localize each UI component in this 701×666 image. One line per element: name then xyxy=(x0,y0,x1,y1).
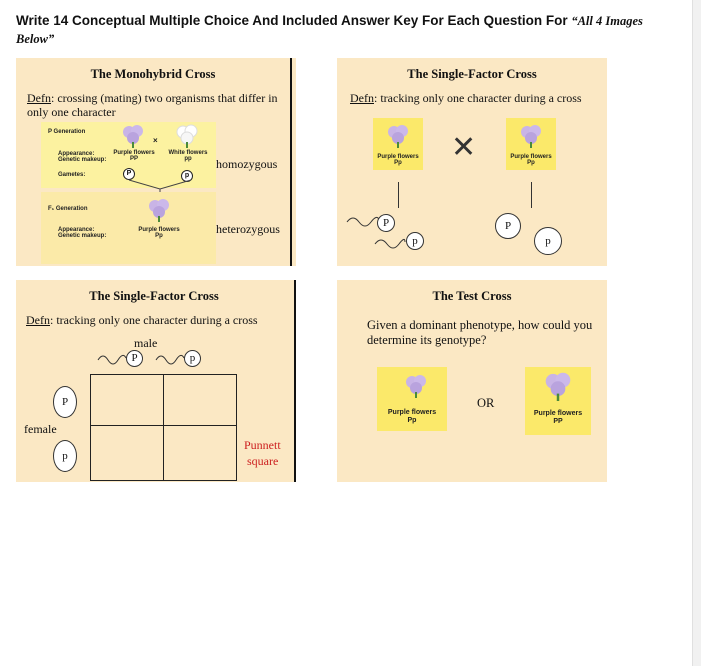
slide-title: The Monohybrid Cross xyxy=(90,67,216,81)
right-flower-genotype: PP xyxy=(553,418,563,425)
male-gamete-P: P xyxy=(126,350,143,367)
punnett-cell-4 xyxy=(163,425,237,481)
genetic-makeup-label: Genetic makeup: xyxy=(58,157,107,163)
purple-genotype: PP xyxy=(129,156,138,162)
sperm-p: p xyxy=(406,232,424,250)
egg-p: p xyxy=(534,227,562,255)
cross-icon: ✕ xyxy=(451,130,477,165)
purple-flower-icon xyxy=(406,375,426,398)
appearance-label: Appearance: xyxy=(58,151,95,157)
f1-appearance-label: Appearance: xyxy=(58,227,95,233)
purple-flower-icon xyxy=(388,125,408,148)
slide-title: The Test Cross xyxy=(432,289,512,303)
right-flower-label: Purple flowers xyxy=(510,154,552,160)
f1-genotype: Pp xyxy=(155,233,163,239)
male-gamete-p: p xyxy=(184,350,201,367)
left-flower-genotype: Pp xyxy=(394,160,402,166)
punnett-cell-2 xyxy=(163,374,237,426)
male-sperm-tails xyxy=(97,354,185,365)
right-flower-genotype: Pp xyxy=(527,160,535,166)
slide-divider xyxy=(290,58,292,266)
question-heading: Write 14 Conceptual Multiple Choice And … xyxy=(16,12,656,48)
punnett-cell-3 xyxy=(90,425,164,481)
f1-purple-flower-icon xyxy=(149,199,169,222)
homozygous-label: homozygous xyxy=(216,157,278,171)
page-scrollbar[interactable] xyxy=(692,0,701,666)
purple-label: Purple flowers xyxy=(113,150,155,156)
punnett-label-1: Punnett xyxy=(244,438,281,452)
question-text: Write 14 Conceptual Multiple Choice And … xyxy=(16,13,572,28)
gametes-label: Gametes: xyxy=(58,172,86,178)
punnett-cell-1 xyxy=(90,374,164,426)
question-quote: “All 4 Images Below” xyxy=(16,14,643,46)
f1-generation-panel xyxy=(41,192,216,264)
slide-single-factor-cross: The Single-Factor Cross Defn: tracking o… xyxy=(337,58,607,266)
male-label: male xyxy=(134,336,158,350)
egg-P: P xyxy=(495,213,521,239)
female-gamete-P: P xyxy=(53,386,77,418)
white-label: White flowers xyxy=(168,150,208,156)
purple-flower-icon xyxy=(545,372,571,401)
female-gamete-p: p xyxy=(53,440,77,472)
slide-monohybrid-cross: The Monohybrid Cross Defn: crossing (mat… xyxy=(16,58,296,266)
slide-test-cross: The Test Cross Given a dominant phenotyp… xyxy=(337,280,607,482)
left-flower-label: Purple flowers xyxy=(377,154,419,160)
sperm-tails xyxy=(346,216,406,249)
slide-title: The Single-Factor Cross xyxy=(89,289,219,303)
white-flower-icon xyxy=(176,124,198,148)
definition: Defn: tracking only one character during… xyxy=(26,313,258,327)
left-flower-label: Purple flowers xyxy=(387,409,437,416)
p-generation-label: P Generation xyxy=(48,129,86,135)
slide-title: The Single-Factor Cross xyxy=(407,67,537,81)
f1-generation-label: F₁ Generation xyxy=(48,206,88,212)
slide-divider xyxy=(294,280,296,482)
left-down-line xyxy=(398,182,399,208)
left-flower-genotype: Pp xyxy=(407,417,417,424)
definition: Defn: crossing (mating) two organisms th… xyxy=(27,91,278,119)
slide-single-factor-cross-punnett: The Single-Factor Cross Defn: tracking o… xyxy=(16,280,296,482)
gamete-P: P xyxy=(123,168,135,180)
cross-symbol: × xyxy=(153,136,158,145)
f1-purple-label: Purple flowers xyxy=(138,227,180,233)
test-cross-question: Given a dominant phenotype, how could yo… xyxy=(367,318,593,347)
purple-flower-icon xyxy=(123,125,143,148)
purple-flower-icon xyxy=(521,125,541,148)
sperm-P: P xyxy=(377,214,395,232)
white-genotype: pp xyxy=(184,156,192,162)
heterozygous-label: heterozygous xyxy=(216,222,280,236)
right-down-line xyxy=(531,182,532,208)
definition: Defn: tracking only one character during… xyxy=(350,91,582,105)
punnett-label-2: square xyxy=(247,454,279,468)
f1-genetic-makeup-label: Genetic makeup: xyxy=(58,233,107,239)
right-flower-label: Purple flowers xyxy=(533,410,583,417)
or-label: OR xyxy=(477,396,495,410)
female-label: female xyxy=(24,422,57,436)
